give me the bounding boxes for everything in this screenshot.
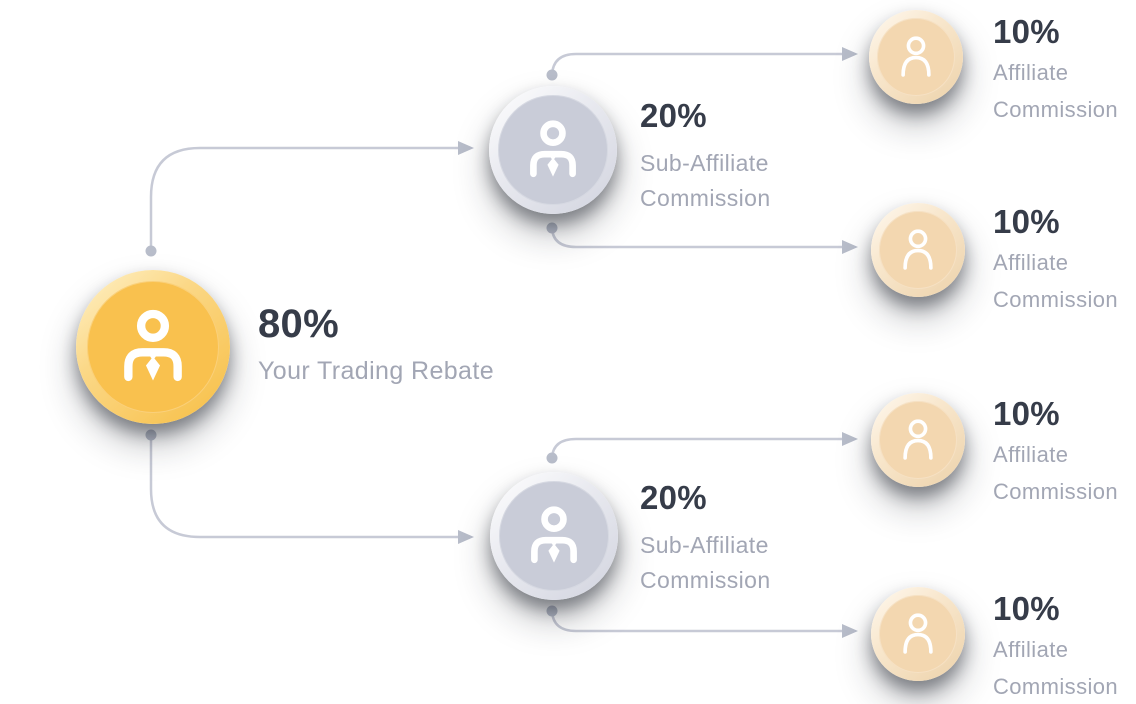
arrowhead-icon	[842, 432, 858, 446]
person-icon	[888, 29, 944, 85]
connector-origin-dot	[546, 69, 558, 81]
arrowhead-icon	[458, 141, 474, 155]
arrowhead-icon	[842, 47, 858, 61]
sub-affiliate-node-inner	[498, 95, 608, 205]
person-tie-icon	[519, 501, 589, 571]
affiliate-label: Affiliate Commission	[993, 637, 1119, 699]
connector-origin-dot	[145, 429, 157, 441]
sub-affiliate-label: Sub-Affiliate Commission	[640, 150, 771, 211]
root-pct: 80%	[258, 302, 339, 346]
arrowhead-icon	[458, 530, 474, 544]
connector-origin-dot	[145, 245, 157, 257]
sub-affiliate-node-circle	[490, 472, 618, 600]
affiliate-node-inner	[879, 401, 957, 479]
root-node-inner	[87, 281, 219, 413]
connector-sub2-to-aff4	[550, 610, 842, 633]
connector-origin-dot	[546, 605, 558, 617]
connector-root-to-sub1	[149, 146, 458, 251]
affiliate-node-circle	[871, 203, 965, 297]
connector-sub2-to-aff3	[550, 437, 842, 459]
affiliate-node-circle	[871, 393, 965, 487]
affiliate-node-inner	[877, 18, 955, 96]
person-tie-icon	[518, 115, 588, 185]
person-icon	[890, 222, 946, 278]
affiliate-pct: 10%	[993, 395, 1060, 432]
affiliate-pct: 10%	[993, 590, 1060, 627]
root-label: Your Trading Rebate	[258, 357, 495, 385]
sub-affiliate-label: Sub-Affiliate Commission	[640, 532, 771, 593]
affiliate-node-text: 10% Affiliate Commission	[993, 12, 1118, 128]
person-tie-icon	[109, 303, 197, 391]
affiliate-pct: 10%	[993, 203, 1060, 240]
sub-affiliate-pct: 20%	[640, 97, 707, 134]
connector-root-to-sub2	[149, 435, 458, 539]
sub-affiliate-node-text: 20% Sub-Affiliate Commission	[640, 478, 771, 598]
connector-origin-dot	[546, 452, 558, 464]
affiliate-node-inner	[879, 211, 957, 289]
arrowhead-icon	[842, 624, 858, 638]
connector-sub1-to-aff1	[550, 52, 842, 76]
affiliate-node-inner	[879, 595, 957, 673]
sub-affiliate-node-circle	[489, 86, 617, 214]
sub-affiliate-node-text: 20% Sub-Affiliate Commission	[640, 96, 771, 216]
affiliate-node-circle	[869, 10, 963, 104]
person-icon	[890, 412, 946, 468]
arrowhead-icon	[842, 240, 858, 254]
sub-affiliate-pct: 20%	[640, 479, 707, 516]
affiliate-node-text: 10% Affiliate Commission	[993, 589, 1118, 704]
affiliate-label: Affiliate Commission	[993, 60, 1119, 122]
affiliate-node-text: 10% Affiliate Commission	[993, 394, 1118, 510]
sub-affiliate-node-inner	[499, 481, 609, 591]
affiliate-node-text: 10% Affiliate Commission	[993, 202, 1118, 318]
affiliate-label: Affiliate Commission	[993, 442, 1119, 504]
connector-sub1-to-aff2	[550, 227, 842, 249]
person-icon	[890, 606, 946, 662]
affiliate-label: Affiliate Commission	[993, 250, 1119, 312]
root-node-circle	[76, 270, 230, 424]
affiliate-pct: 10%	[993, 13, 1060, 50]
connector-origin-dot	[546, 222, 558, 234]
affiliate-node-circle	[871, 587, 965, 681]
root-node-text: 80% Your Trading Rebate	[258, 300, 494, 386]
